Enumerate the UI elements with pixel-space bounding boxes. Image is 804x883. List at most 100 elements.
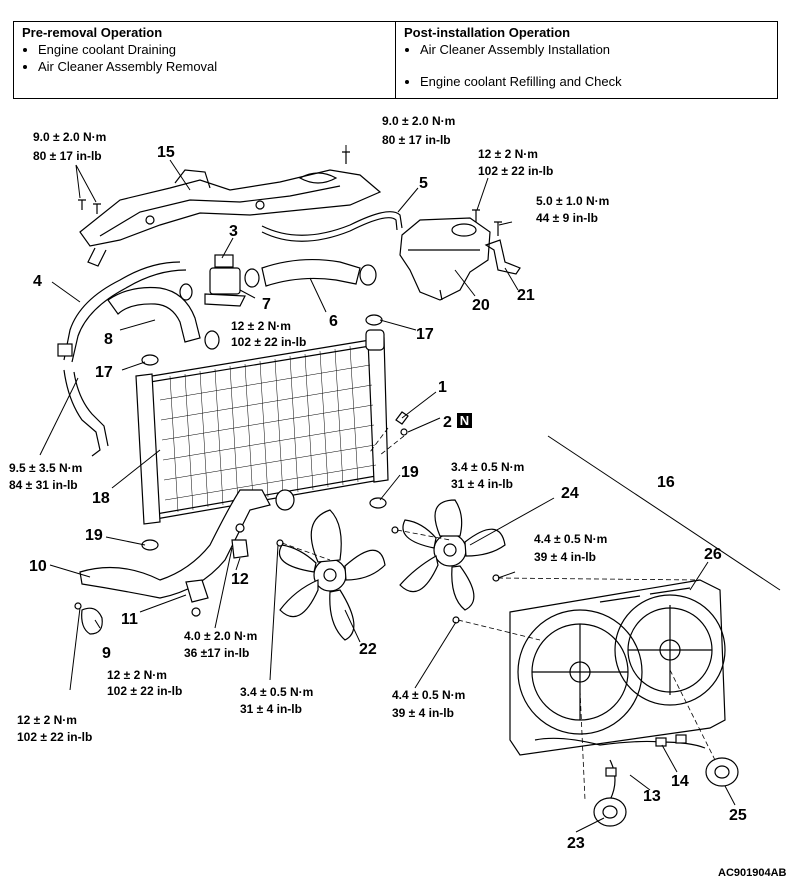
clamp-bolt bbox=[235, 523, 245, 533]
part-number: 25 bbox=[729, 807, 747, 824]
part-number: 17 bbox=[416, 326, 434, 343]
upper-hose bbox=[261, 258, 361, 287]
part-number: 24 bbox=[561, 485, 579, 502]
hose-lower-part-edge bbox=[73, 371, 109, 447]
torque-spec-fan24-inlb: 31 ± 4 in-lb bbox=[451, 477, 513, 491]
fan-harness-branch bbox=[609, 759, 616, 801]
lower-left-hose-edge bbox=[71, 269, 187, 363]
torque-spec-clamp-inlb: 36 ±17 in-lb bbox=[184, 646, 249, 660]
harness-connector bbox=[675, 734, 687, 744]
radiator-mount-upper-left bbox=[141, 354, 159, 366]
water-outlet-fitting bbox=[214, 254, 234, 268]
part-number: 7 bbox=[262, 296, 271, 313]
drain-plug-o-ring bbox=[400, 428, 408, 436]
upper-support-bracket bbox=[79, 169, 382, 267]
motor-dash-line bbox=[579, 669, 716, 801]
torque-spec-outlet-nm: 12 ± 2 N·m bbox=[231, 319, 291, 333]
torque-spec-hose-inlb: 84 ± 31 in-lb bbox=[9, 478, 78, 492]
radiator-mount-upper-right bbox=[365, 314, 383, 326]
hose-clip bbox=[81, 607, 103, 635]
shroud-dash-line bbox=[457, 619, 541, 641]
drain-dash-line bbox=[369, 427, 405, 456]
clamp-bracket bbox=[231, 539, 249, 559]
lower-left-hose bbox=[63, 261, 181, 361]
torque-spec-clip-nm: 12 ± 2 N·m bbox=[17, 713, 77, 727]
hose-clamp bbox=[179, 283, 193, 301]
thermostat-housing bbox=[209, 267, 241, 295]
part-number: 19 bbox=[85, 527, 103, 544]
hose-clamp bbox=[359, 264, 377, 286]
part-number: 15 bbox=[157, 144, 175, 161]
group-leader-line bbox=[547, 435, 781, 591]
torque-spec-bracket11-inlb: 102 ± 22 in-lb bbox=[107, 684, 182, 698]
part-number: 6 bbox=[329, 313, 338, 330]
fan-blade-22 bbox=[278, 509, 386, 641]
fan-motor-23 bbox=[593, 797, 627, 827]
torque-spec-bracket-inlb: 80 ± 17 in-lb bbox=[382, 133, 451, 147]
pre-removal-title: Pre-removal Operation bbox=[22, 25, 163, 40]
pre-removal-column: Pre-removal Operation Engine coolant Dra… bbox=[14, 22, 395, 98]
hose-clamp bbox=[275, 489, 295, 511]
post-installation-column: Post-installation Operation Air Cleaner … bbox=[395, 22, 777, 98]
hose-bracket bbox=[185, 579, 209, 603]
torque-spec-tank-nm: 12 ± 2 N·m bbox=[478, 147, 538, 161]
figure-reference: AC901904AB bbox=[718, 867, 787, 879]
torque-spec-fan24-nm: 3.4 ± 0.5 N·m bbox=[451, 460, 524, 474]
fan-blade-24 bbox=[399, 499, 506, 611]
fan-dash-line bbox=[281, 529, 451, 561]
leader-lines bbox=[39, 145, 736, 833]
hose-clamp bbox=[204, 330, 220, 350]
part-number: 16 bbox=[657, 474, 675, 491]
part-number: 9 bbox=[102, 645, 111, 662]
hose-lower-part bbox=[63, 369, 101, 457]
torque-spec-hose-nm: 9.5 ± 3.5 N·m bbox=[9, 461, 82, 475]
part-number: 18 bbox=[92, 490, 110, 507]
reserve-tank bbox=[399, 217, 491, 301]
post-installation-title: Post-installation Operation bbox=[404, 25, 571, 40]
fan-shroud bbox=[509, 579, 726, 756]
torque-spec-bracket-inlb: 80 ± 17 in-lb bbox=[33, 149, 102, 163]
part-number: 19 bbox=[401, 464, 419, 481]
part-number: 2 bbox=[443, 414, 452, 431]
torque-spec-clip-inlb: 102 ± 22 in-lb bbox=[17, 730, 92, 744]
torque-spec-bracket-nm: 9.0 ± 2.0 N·m bbox=[33, 130, 106, 144]
hose-clamp bbox=[244, 268, 260, 288]
part-number: 17 bbox=[95, 364, 113, 381]
torque-spec-fan22-nm: 3.4 ± 0.5 N·m bbox=[240, 685, 313, 699]
post-installation-item: Engine coolant Refilling and Check bbox=[420, 73, 769, 90]
part-number: 4 bbox=[33, 273, 42, 290]
operations-table: Pre-removal Operation Engine coolant Dra… bbox=[13, 21, 778, 99]
shroud-dash-line bbox=[497, 577, 701, 581]
torque-spec-outlet-inlb: 102 ± 22 in-lb bbox=[231, 335, 306, 349]
part-number: 12 bbox=[231, 571, 249, 588]
part-number: 23 bbox=[567, 835, 585, 852]
radiator-assembly bbox=[135, 329, 389, 525]
torque-spec-clamp-nm: 4.0 ± 2.0 N·m bbox=[184, 629, 257, 643]
part-number: 5 bbox=[419, 175, 428, 192]
part-number: 21 bbox=[517, 287, 535, 304]
part-number: 22 bbox=[359, 641, 377, 658]
drain-plug bbox=[395, 411, 409, 425]
torque-spec-bracket11-nm: 12 ± 2 N·m bbox=[107, 668, 167, 682]
radiator-mount-lower-right bbox=[369, 497, 387, 509]
upper-radiator-hose bbox=[107, 286, 201, 343]
reserve-hose bbox=[261, 211, 403, 236]
part-number: 26 bbox=[704, 546, 722, 563]
part-number: 14 bbox=[671, 773, 689, 790]
harness-connector-13 bbox=[605, 767, 617, 777]
tank-bracket bbox=[484, 239, 521, 275]
torque-spec-fan22-inlb: 31 ± 4 in-lb bbox=[240, 702, 302, 716]
torque-spec-bracket-nm: 9.0 ± 2.0 N·m bbox=[382, 114, 455, 128]
part-number: 13 bbox=[643, 788, 661, 805]
pre-removal-item: Air Cleaner Assembly Removal bbox=[38, 58, 387, 75]
pre-removal-list: Engine coolant Draining Air Cleaner Asse… bbox=[22, 41, 387, 75]
part-number: 11 bbox=[121, 611, 138, 628]
outlet-flange bbox=[204, 293, 246, 307]
post-installation-list: Air Cleaner Assembly Installation Engine… bbox=[404, 41, 769, 90]
torque-spec-shroud-inlb: 39 ± 4 in-lb bbox=[534, 550, 596, 564]
part-number: 1 bbox=[438, 379, 447, 396]
fan-motor-25 bbox=[705, 757, 739, 787]
reserve-hose-edge bbox=[261, 217, 398, 242]
new-part-badge-label: N bbox=[460, 413, 469, 428]
